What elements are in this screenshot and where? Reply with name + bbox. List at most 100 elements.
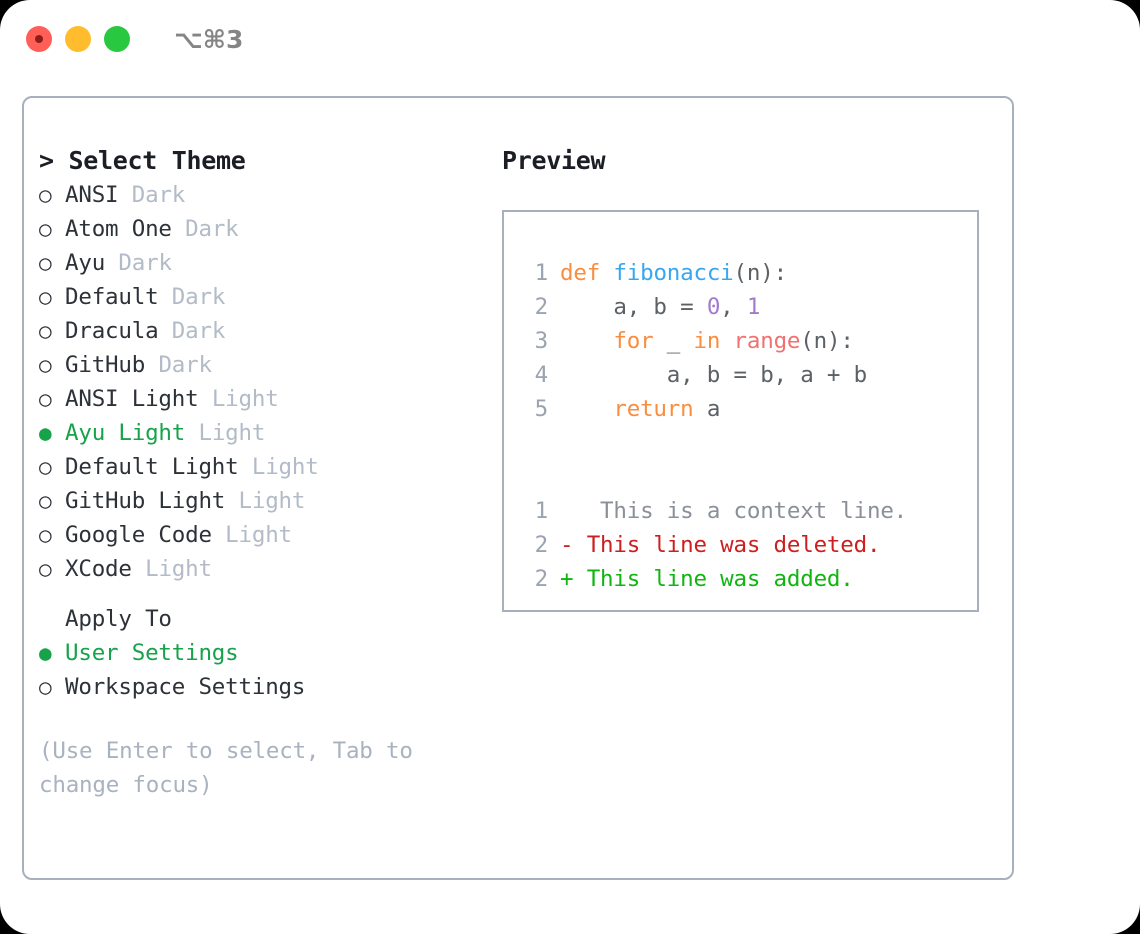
diff-line-content: This is a context line. (573, 498, 908, 524)
code-token (720, 328, 733, 354)
radio-unselected-icon: ○ (39, 353, 52, 377)
theme-item-label: Ayu Light (65, 420, 186, 446)
radio-selected-icon: ● (39, 641, 52, 665)
radio-unselected-icon: ○ (39, 319, 52, 343)
code-line-content: a, b = b, a + b (560, 358, 867, 392)
spacer (145, 348, 158, 382)
code-token: range (733, 328, 801, 354)
code-line-number: 2 (534, 294, 549, 320)
theme-item-label: Atom One (65, 216, 172, 242)
apply-to-item[interactable]: ● User Settings (39, 636, 479, 670)
radio-unselected-icon: ○ (39, 675, 52, 699)
code-token: a, b = (560, 294, 707, 320)
apply-to-heading: Apply To (65, 606, 172, 632)
code-token: in (693, 328, 721, 354)
theme-item[interactable]: ○Default Dark (39, 280, 479, 314)
theme-item-variant-tag: Light (251, 454, 319, 480)
theme-item-variant-tag: Dark (131, 182, 186, 208)
theme-item-variant-tag: Light (225, 522, 292, 548)
diff-line-content: This line was deleted. (573, 532, 881, 558)
apply-to-item-label: User Settings (65, 640, 239, 666)
radio-unselected-icon: ○ (39, 387, 52, 411)
theme-list-column: > Select Theme ○ANSI Dark○Atom One Dark○… (39, 144, 479, 802)
radio-unselected-icon: ○ (39, 183, 52, 207)
spacer (105, 246, 118, 280)
code-token: _ (653, 328, 694, 354)
theme-item[interactable]: ○Ayu Dark (39, 246, 479, 280)
theme-item[interactable]: ○ ANSI Light Light (39, 382, 479, 416)
theme-item[interactable]: ○XCode Light (39, 552, 479, 586)
code-token: def (560, 260, 601, 286)
code-token: 1 (746, 294, 761, 320)
spacer (158, 314, 171, 348)
theme-picker-card: > Select Theme ○ANSI Dark○Atom One Dark○… (22, 96, 1014, 880)
code-line: 3 for _ in range(n): (520, 324, 977, 358)
theme-item-label: Default (65, 284, 159, 310)
code-line-content: a, b = 0, 1 (560, 290, 760, 324)
theme-item-label: Default Light (65, 454, 239, 480)
theme-item-variant-tag: Dark (171, 284, 226, 310)
code-token: return (613, 396, 694, 422)
radio-unselected-icon: ○ (39, 455, 52, 479)
titlebar: ⌥⌘3 (0, 0, 1140, 78)
theme-item[interactable]: ○ GitHub Light Light (39, 484, 479, 518)
apply-to-item-label: Workspace Settings (65, 674, 306, 700)
theme-item-variant-tag: Light (238, 488, 306, 514)
code-token: a (693, 396, 721, 422)
code-token (560, 328, 613, 354)
theme-item-label: ANSI (65, 182, 119, 208)
diff-line: 2+ This line was added. (520, 562, 977, 596)
code-token (600, 260, 613, 286)
code-line: 2 a, b = 0, 1 (520, 290, 977, 324)
diff-line: 1 This is a context line. (520, 494, 977, 528)
theme-item[interactable]: ○Google Code Light (39, 518, 479, 552)
code-line-number: 4 (534, 362, 549, 388)
minimize-icon[interactable] (65, 26, 91, 52)
theme-item-variant-tag: Light (145, 556, 212, 582)
close-icon[interactable] (26, 26, 52, 52)
code-token: (n): (733, 260, 788, 286)
theme-item[interactable]: ○GitHub Dark (39, 348, 479, 382)
radio-unselected-icon: ○ (39, 489, 52, 513)
code-token: (n): (800, 328, 854, 354)
code-line-content: def fibonacci(n): (560, 256, 787, 290)
theme-item-variant-tag: Dark (185, 216, 239, 242)
radio-unselected-icon: ○ (39, 523, 52, 547)
code-line-number: 1 (534, 260, 549, 286)
theme-item-label: GitHub Light (65, 488, 226, 514)
theme-item[interactable]: ●Ayu Light Light (39, 416, 479, 450)
theme-item-label: Ayu (65, 250, 106, 276)
theme-item-label: Dracula (65, 318, 159, 344)
preview-title: Preview (502, 146, 606, 175)
theme-item[interactable]: ○ Default Light Light (39, 450, 479, 484)
spacer (212, 518, 225, 552)
spacer (198, 382, 211, 416)
theme-item-variant-tag: Light (211, 386, 279, 412)
spacer (239, 450, 252, 484)
diff-marker (560, 494, 573, 528)
theme-item[interactable]: ○Dracula Dark (39, 314, 479, 348)
theme-item-variant-tag: Light (198, 420, 266, 446)
spacer (39, 586, 479, 602)
theme-list: ○ANSI Dark○Atom One Dark○Ayu Dark○Defaul… (39, 178, 479, 586)
code-token: fibonacci (613, 260, 734, 286)
theme-item-label: GitHub (65, 352, 146, 378)
diff-line: 2- This line was deleted. (520, 528, 977, 562)
apply-to-list: ● User Settings ○ Workspace Settings (39, 636, 479, 704)
theme-item-label: XCode (65, 556, 132, 582)
spacer (158, 280, 171, 314)
apply-to-item[interactable]: ○ Workspace Settings (39, 670, 479, 704)
diff-line-content: This line was added. (573, 566, 854, 592)
code-line-number: 5 (534, 396, 549, 422)
spacer (172, 212, 185, 246)
theme-item-variant-tag: Dark (118, 250, 172, 276)
code-token: 0 (706, 294, 721, 320)
theme-item[interactable]: ○ ANSI Dark (39, 178, 479, 212)
theme-item-label: ANSI Light (65, 386, 199, 412)
spacer (520, 460, 977, 494)
maximize-icon[interactable] (104, 26, 130, 52)
theme-item[interactable]: ○Atom One Dark (39, 212, 479, 246)
diff-line-number: 2 (534, 532, 549, 558)
